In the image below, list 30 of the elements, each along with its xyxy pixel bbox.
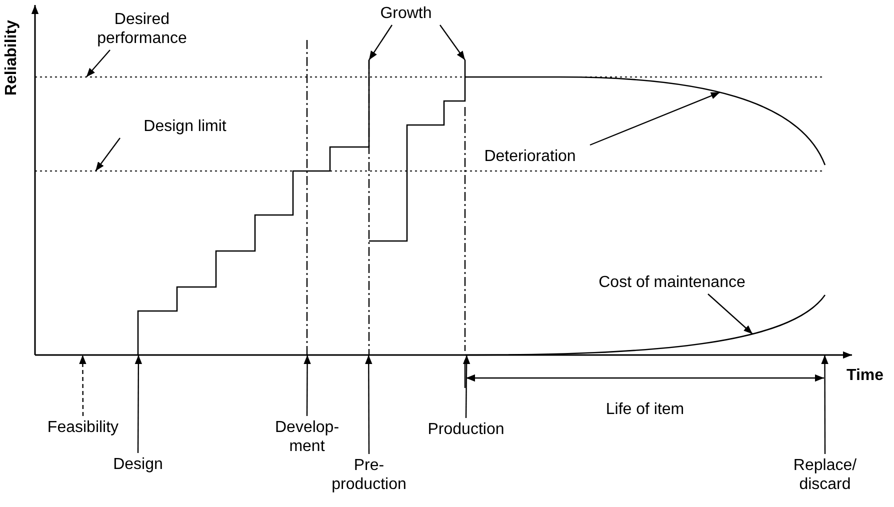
annotation-label: Feasibility xyxy=(33,418,133,437)
arrow xyxy=(79,355,86,416)
step-curve xyxy=(369,60,466,242)
arrow xyxy=(368,24,392,60)
axis xyxy=(35,351,852,359)
step-curve xyxy=(137,60,370,355)
arrow xyxy=(821,355,828,454)
annotation-label: Replace/discard xyxy=(787,456,863,494)
arrow xyxy=(462,355,470,418)
arrow xyxy=(304,355,311,416)
arrow xyxy=(708,294,753,334)
annotation-label: Growth xyxy=(366,4,446,23)
arrow xyxy=(365,355,372,454)
annotation-label: Deterioration xyxy=(470,147,590,166)
annotation-label: Cost of maintenance xyxy=(587,273,757,292)
annotation-label: Design xyxy=(98,455,178,474)
dimension-label: Life of item xyxy=(604,400,686,419)
arrow xyxy=(440,24,466,60)
axis-title: Reliability xyxy=(2,20,21,96)
annotation-label: Desired performance xyxy=(77,10,207,48)
annotation-label: Pre-production xyxy=(319,456,419,494)
arrow xyxy=(95,138,120,172)
annotation-label: Production xyxy=(411,420,521,439)
arrow xyxy=(86,50,110,78)
arrow xyxy=(134,355,142,453)
axis-title: Time xyxy=(845,366,885,385)
arrow xyxy=(590,92,720,146)
curve xyxy=(465,76,826,166)
annotation-label: Design limit xyxy=(120,117,250,136)
annotation-label: Develop-ment xyxy=(267,418,347,456)
